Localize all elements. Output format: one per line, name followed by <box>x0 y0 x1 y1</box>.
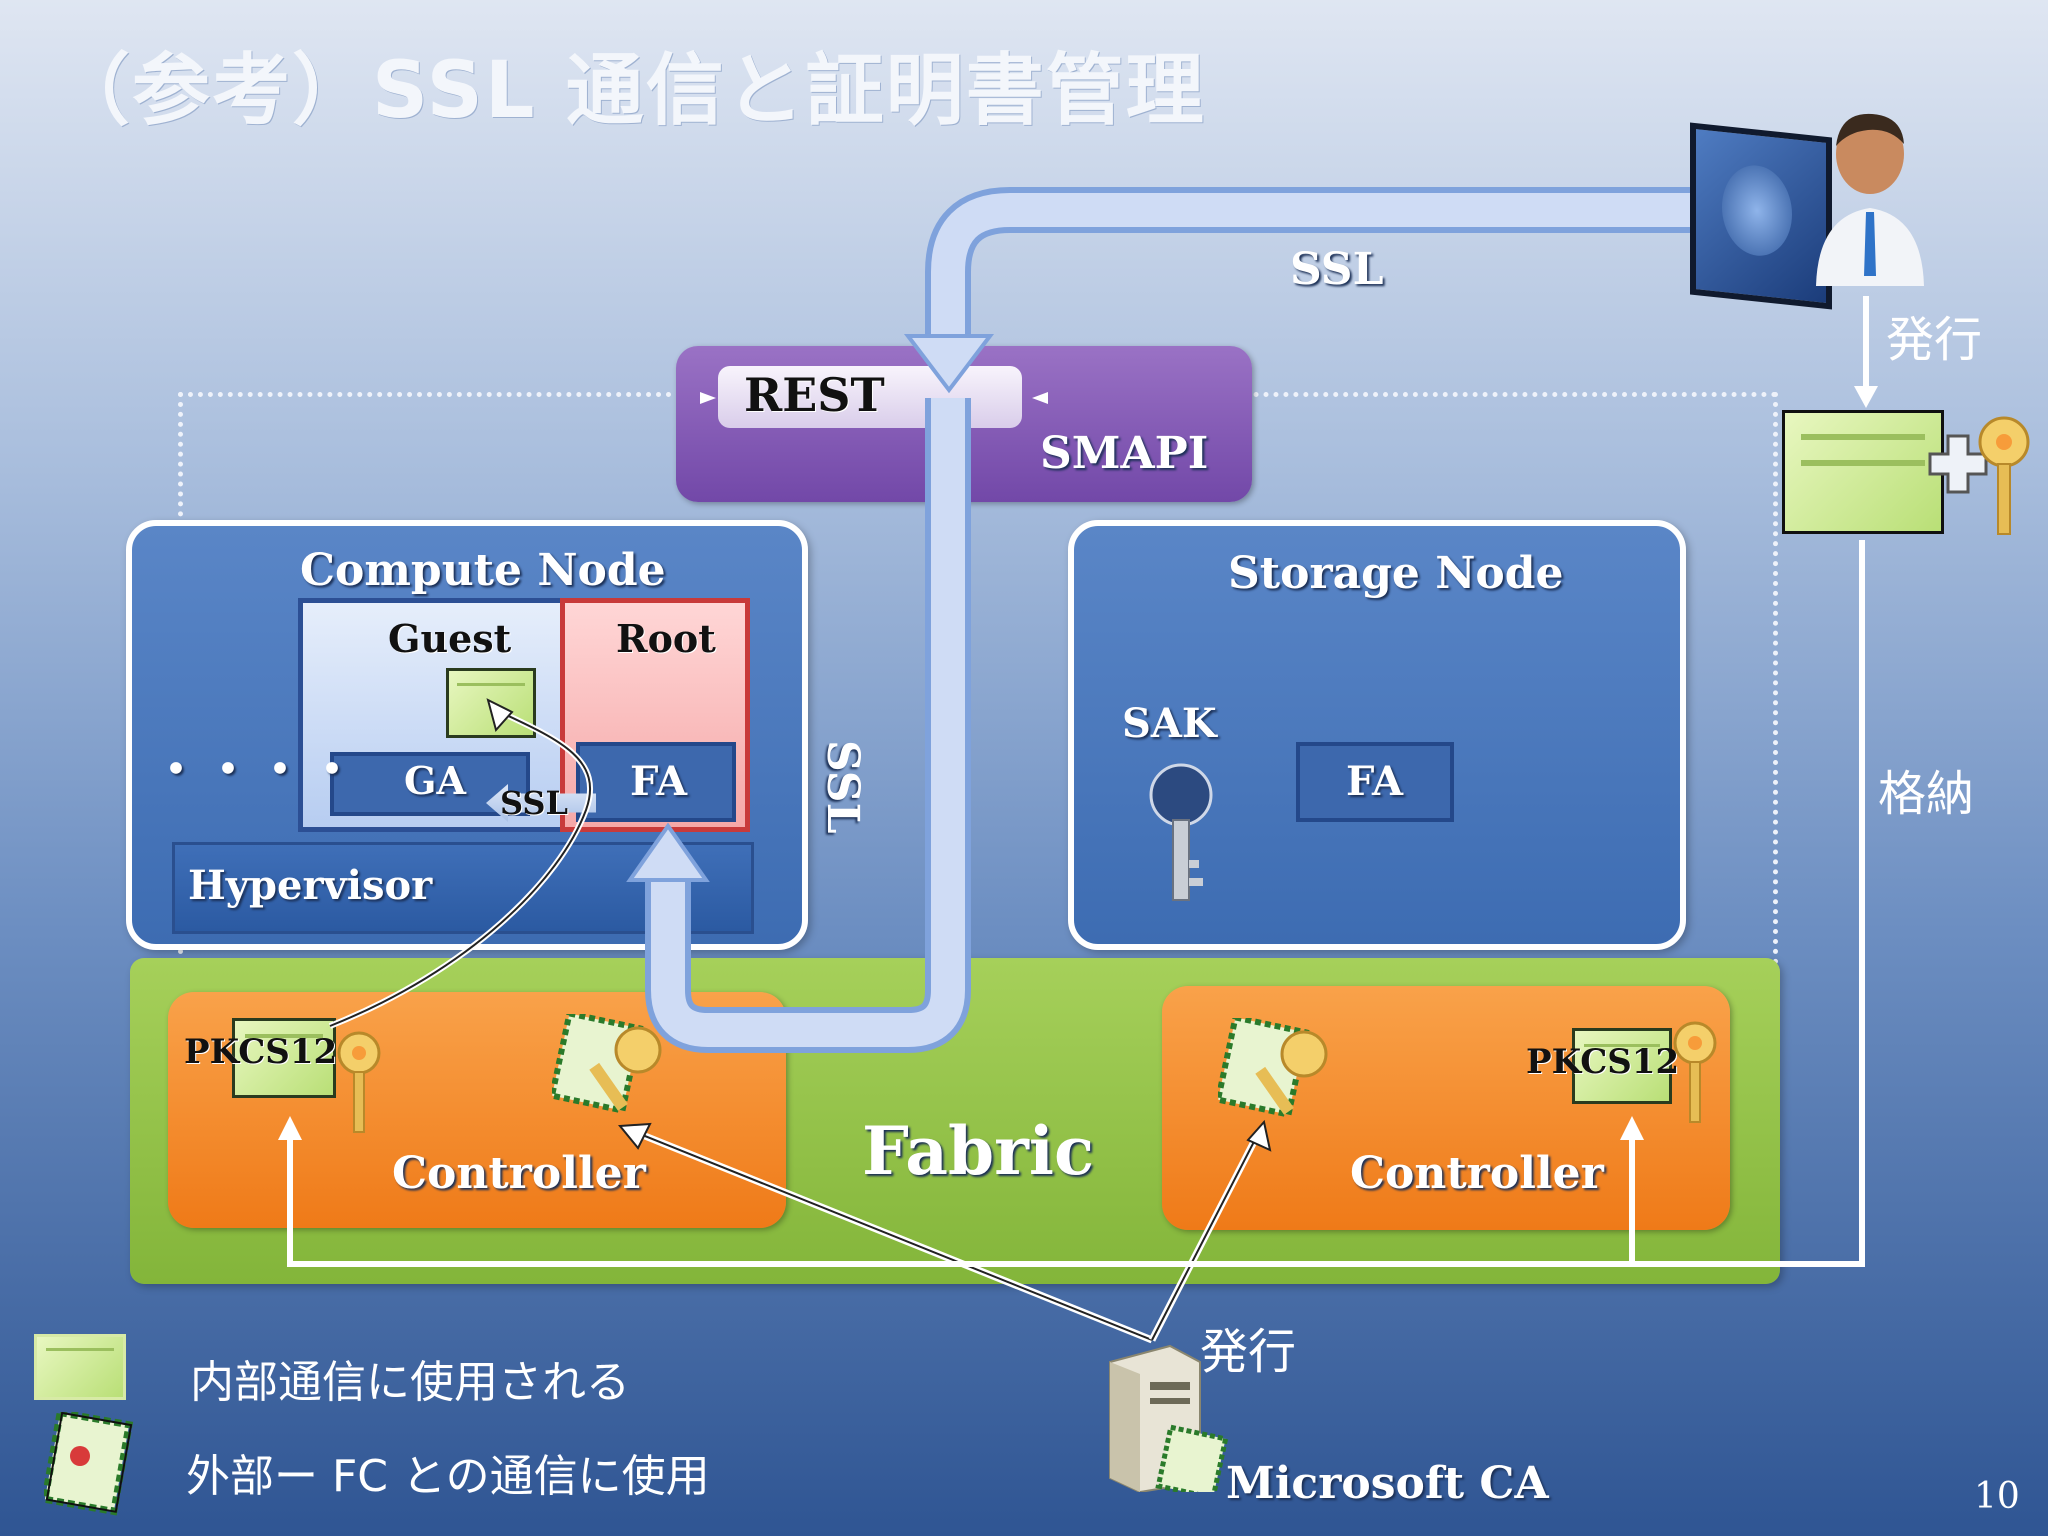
page-number: 10 <box>1974 1476 2020 1517</box>
controller-right-label: Controller <box>1350 1148 1604 1199</box>
root-label: Root <box>616 616 716 661</box>
pkcs-right-label: PKCS12 <box>1526 1042 1680 1082</box>
legend-internal-text: 内部通信に使用される <box>190 1357 630 1408</box>
ssl-vertical-label: SSL <box>817 740 868 834</box>
store-label: 格納 <box>1878 766 1975 822</box>
sak-label: SAK <box>1122 700 1217 747</box>
pkcs-left-label: PKCS12 <box>184 1032 338 1072</box>
storage-node-box <box>1068 520 1686 950</box>
certificate-icon <box>552 1014 662 1115</box>
page-title: （参考）SSL 通信と証明書管理 <box>52 46 1206 136</box>
certificate-icon <box>1218 1018 1328 1119</box>
certificate-icon <box>1782 410 1944 534</box>
smapi-label: SMAPI <box>1040 428 1209 479</box>
ssl-top-label: SSL <box>1290 244 1384 295</box>
certificate-icon <box>1572 1028 1672 1104</box>
compute-node-label: Compute Node <box>300 545 666 596</box>
fa-compute-box <box>576 742 736 822</box>
issue-top-label: 発行 <box>1886 312 1983 368</box>
issue-bottom-label: 発行 <box>1200 1324 1297 1380</box>
fabric-label: Fabric <box>862 1112 1095 1190</box>
ellipsis: ・・・・ <box>152 742 361 798</box>
legend-internal-icon <box>34 1334 126 1400</box>
certificate-icon <box>232 1018 336 1098</box>
fa-compute-label: FA <box>630 758 688 805</box>
rest-label: REST <box>744 368 885 422</box>
microsoft-ca-label: Microsoft CA <box>1226 1458 1549 1509</box>
hypervisor-label: Hypervisor <box>188 862 433 909</box>
key-icon <box>1149 763 1213 901</box>
legend-external-text: 外部ー FC との通信に使用 <box>186 1451 710 1502</box>
server-icon <box>1109 1344 1229 1492</box>
user-icon <box>1816 113 1924 286</box>
legend-external-icon <box>44 1412 134 1516</box>
key-icon <box>1673 1021 1717 1123</box>
plus-icon <box>1928 434 1988 494</box>
ssl-inner-label: SSL <box>500 784 569 822</box>
rest-pill <box>718 366 1022 428</box>
guest-label: Guest <box>388 616 512 661</box>
key-icon <box>337 1031 381 1133</box>
ga-label: GA <box>404 758 466 803</box>
fa-storage-label: FA <box>1346 758 1404 805</box>
fa-storage-box <box>1296 742 1454 822</box>
key-icon <box>1978 416 2030 535</box>
controller-left-label: Controller <box>392 1148 646 1199</box>
storage-node-label: Storage Node <box>1228 548 1564 599</box>
